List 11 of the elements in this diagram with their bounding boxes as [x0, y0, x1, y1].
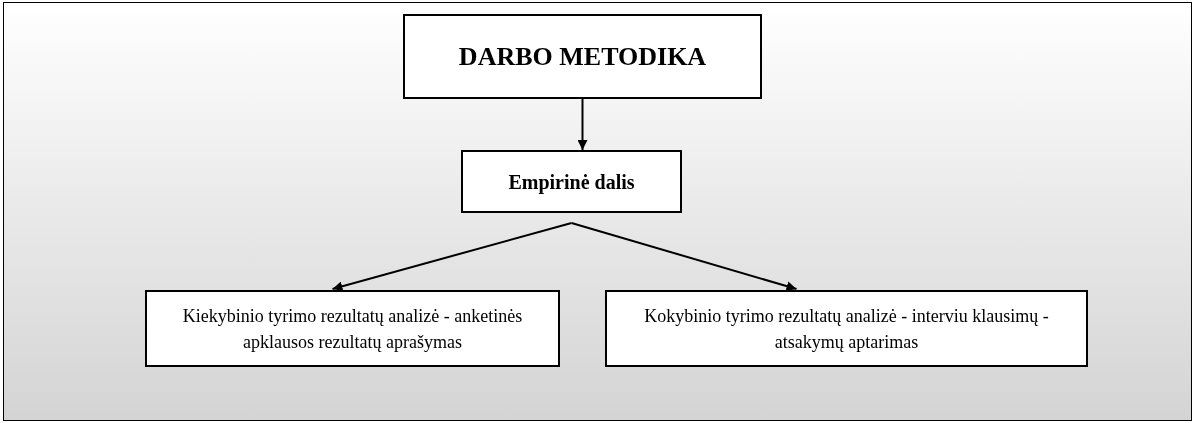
arrow [570, 222, 798, 291]
process-box [145, 290, 560, 367]
box-text: DARBO METODIKA [458, 41, 707, 73]
box-text: Kokybinio tyrimo rezultatų analizė - interviu klausimų - atsakymų aptarimas [643, 304, 1050, 354]
process-box [461, 150, 682, 213]
arrow [331, 222, 573, 292]
box-text: Empirinė dalis [508, 169, 635, 196]
process-box [605, 290, 1088, 367]
process-box [403, 14, 762, 99]
arrow [577, 98, 588, 151]
box-text: Kiekybinio tyrimo rezultatų analizė - anketinės apklausos rezultatų aprašymas [181, 304, 524, 354]
